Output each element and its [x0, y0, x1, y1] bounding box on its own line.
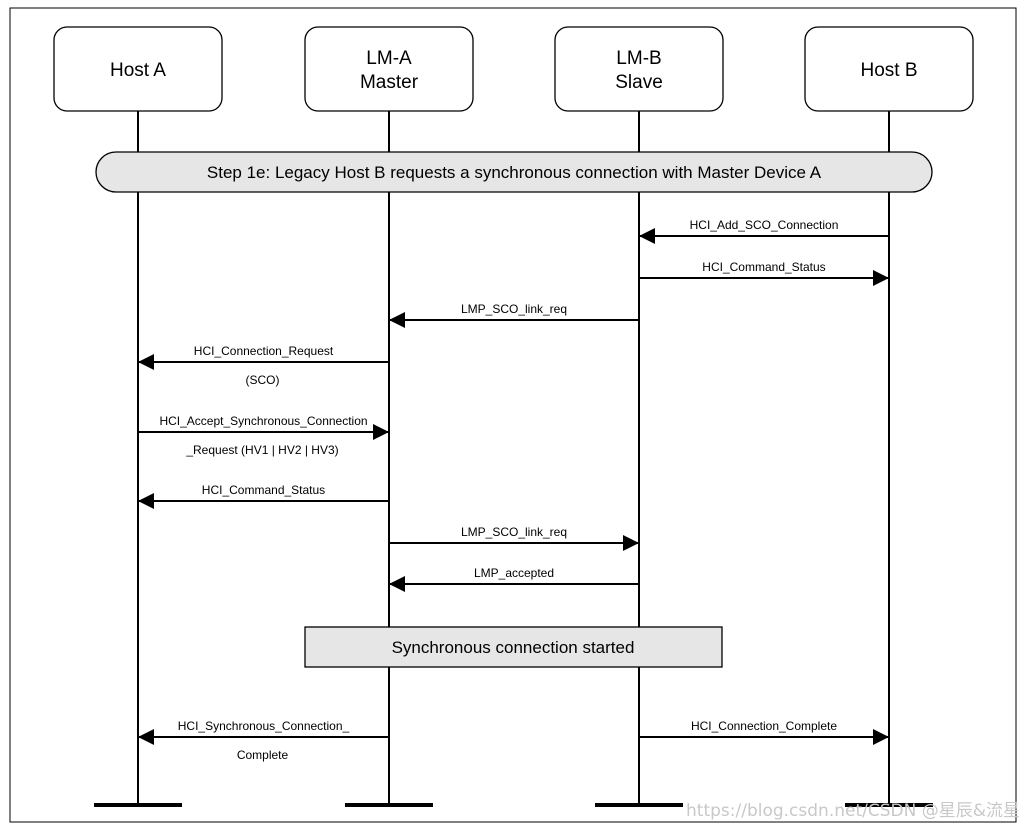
message-hci-connection-complete: HCI_Connection_Complete	[639, 719, 889, 745]
message-lmp-sco-link-req-2: LMP_SCO_link_req	[389, 525, 639, 551]
message-label: LMP_SCO_link_req	[461, 302, 567, 316]
participant-host-a: Host A	[53, 26, 223, 112]
state-box-background	[304, 626, 723, 668]
message-hci-synchronous-connection-complete: HCI_Synchronous_Connection_ Complete	[138, 719, 389, 762]
message-label: HCI_Connection_Complete	[691, 719, 837, 733]
participant-label: Master	[360, 72, 419, 93]
message-hci-accept-synchronous-connection-request: HCI_Accept_Synchronous_Connection _Reques…	[138, 414, 389, 457]
lifelines	[137, 111, 890, 805]
step-banner-background	[95, 151, 933, 193]
participant-label: Slave	[615, 72, 663, 93]
message-hci-connection-request: HCI_Connection_Request (SCO)	[138, 344, 389, 387]
watermark: https://blog.csdn.net/CSDN @星辰&流星	[686, 801, 1020, 821]
message-label: HCI_Add_SCO_Connection	[690, 218, 839, 232]
participant-label: LM-B	[616, 48, 661, 69]
message-lmp-sco-link-req-1: LMP_SCO_link_req	[389, 302, 639, 328]
participant-lm-b: LM-B Slave	[554, 26, 724, 112]
message-hci-add-sco-connection: HCI_Add_SCO_Connection	[639, 218, 889, 244]
message-lmp-accepted: LMP_accepted	[389, 566, 639, 592]
diagram-frame	[9, 7, 1017, 823]
participant-box	[804, 26, 974, 112]
participant-host-b: Host B	[804, 26, 974, 112]
participant-box	[53, 26, 223, 112]
participants: Host A LM-A Master LM-B Slave Host B	[53, 26, 974, 112]
message-label: LMP_SCO_link_req	[461, 525, 567, 539]
message-label-continued: (SCO)	[246, 373, 280, 387]
message-label: HCI_Connection_Request	[194, 344, 334, 358]
message-label: HCI_Accept_Synchronous_Connection	[159, 414, 367, 428]
step-banner-text: Step 1e: Legacy Host B requests a synchr…	[207, 163, 822, 182]
message-label-continued: _Request (HV1 | HV2 | HV3)	[185, 443, 338, 457]
messages: HCI_Add_SCO_ConnectionHCI_Command_Status…	[138, 218, 889, 762]
message-hci-command-status-2: HCI_Command_Status	[138, 483, 389, 509]
participant-label: Host B	[860, 60, 917, 81]
participant-lm-a: LM-A Master	[304, 26, 474, 112]
participant-label: LM-A	[366, 48, 412, 69]
message-label: HCI_Synchronous_Connection_	[178, 719, 350, 733]
participant-box	[554, 26, 724, 112]
participant-box	[304, 26, 474, 112]
message-label: HCI_Command_Status	[702, 260, 825, 274]
state-box-text: Synchronous connection started	[392, 638, 635, 657]
message-label: LMP_accepted	[474, 566, 554, 580]
state-box: Synchronous connection started	[304, 626, 723, 668]
participant-label: Host A	[110, 60, 166, 81]
message-label-continued: Complete	[237, 748, 289, 762]
step-banner: Step 1e: Legacy Host B requests a synchr…	[95, 151, 933, 193]
message-hci-command-status-1: HCI_Command_Status	[639, 260, 889, 286]
message-label: HCI_Command_Status	[202, 483, 325, 497]
